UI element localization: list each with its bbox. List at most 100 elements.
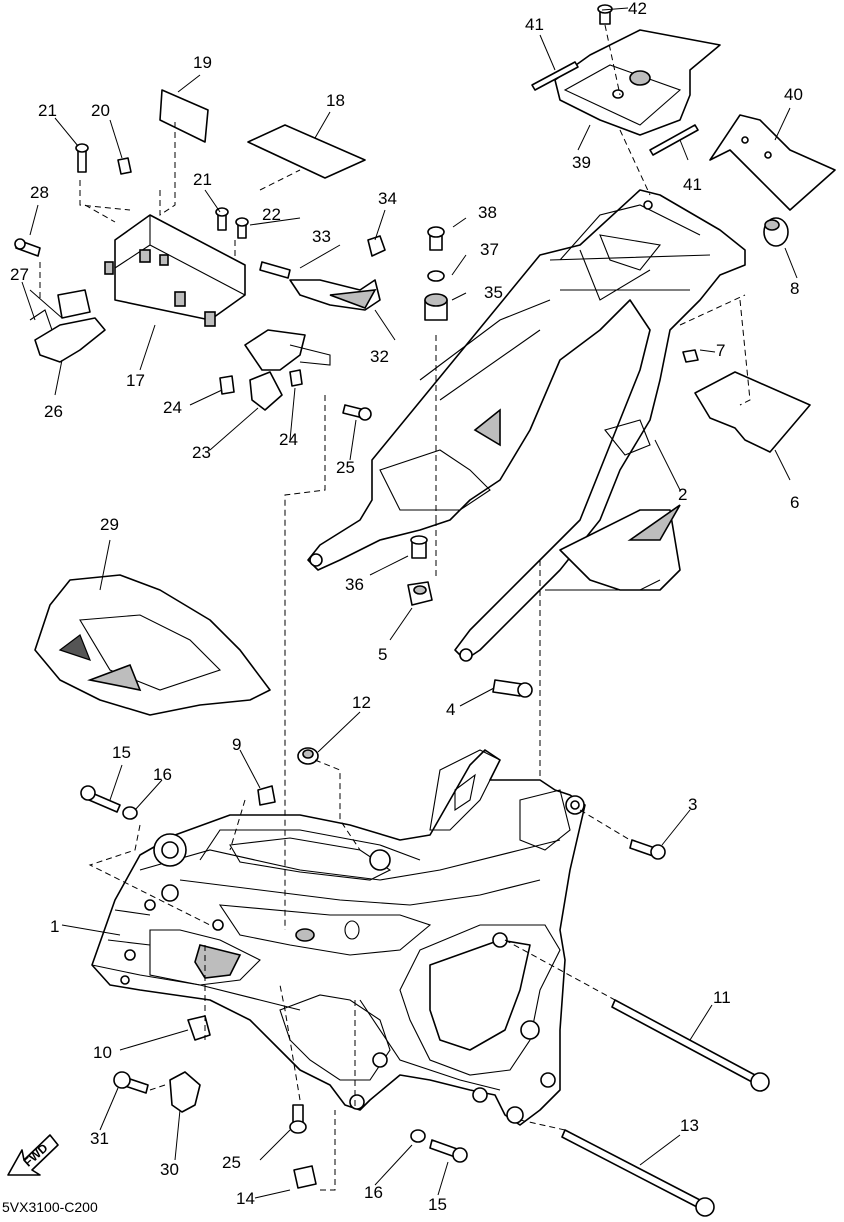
strip-part-41b [649,124,699,156]
callout-33: 33 [312,227,331,246]
bolt-part-42 [597,4,613,25]
callout-23: 23 [192,443,211,462]
callout-39: 39 [572,153,591,172]
collar-part-12 [297,747,319,765]
washer-part-16b [410,1129,426,1143]
main-frame-part-1 [91,749,586,1126]
callout-17: 17 [126,371,145,390]
washer-part-16a [122,806,138,820]
callout-2: 2 [678,485,687,504]
nut-part-24a [219,375,235,395]
callout-5: 5 [378,645,387,664]
bolt-part-25b [289,1104,307,1134]
collar-part-36 [410,535,428,559]
heat-shield-part-29 [34,574,271,716]
bolt-part-11 [611,999,770,1092]
callout-36: 36 [345,575,364,594]
callout-34: 34 [378,189,397,208]
callout-31: 31 [90,1129,109,1148]
bolt-part-15b [429,1139,468,1163]
callout-37: 37 [480,240,499,259]
callout-24b: 24 [279,430,298,449]
callout-19: 19 [193,53,212,72]
callout-11: 11 [713,988,731,1007]
clamp-part-10 [187,1015,211,1041]
callout-32: 32 [370,347,389,366]
strip-part-41a [531,61,579,91]
nut-part-24b [289,369,303,387]
damper-part-8 [763,217,789,247]
callout-26: 26 [44,402,63,421]
stay-part-30 [169,1071,201,1113]
bolt-part-15a [80,785,121,813]
relay-part-23 [244,329,331,411]
callout-29: 29 [100,515,119,534]
rear-frame-part-2 [307,189,746,662]
callout-10: 10 [93,1043,112,1062]
callout-18: 18 [326,91,345,110]
callout-24a: 24 [163,398,182,417]
nut-part-14 [293,1165,317,1189]
bolt-part-13 [561,1129,715,1217]
fwd-arrow-icon: FWD [7,1134,59,1176]
callout-21a: 21 [38,101,57,120]
callout-15b: 15 [428,1195,447,1214]
callout-41b: 41 [683,175,702,194]
callout-13: 13 [680,1116,699,1135]
battery-band-part-19 [159,89,209,143]
bolt-part-38 [427,226,445,251]
callout-16a: 16 [153,765,172,784]
callout-40: 40 [784,85,803,104]
nut-part-20 [117,157,132,175]
callout-30: 30 [160,1160,179,1179]
grommet-part-35 [424,293,448,321]
leader-lines [21,7,798,1199]
callout-38: 38 [478,203,497,222]
callout-14: 14 [236,1189,255,1208]
callout-9: 9 [232,735,241,754]
nut-part-9 [257,785,276,806]
diagram-code: 5VX3100-C200 [2,1199,98,1215]
sheet-part-6 [694,371,811,453]
label-part-7 [682,349,699,363]
callout-22: 22 [262,205,281,224]
callout-20: 20 [91,101,110,120]
rear-fender-part-39 [554,29,721,136]
bolt-part-31 [113,1071,149,1094]
bolt-part-21a [75,143,89,173]
bolt-part-28 [14,238,41,257]
bracket-part-32 [289,279,381,311]
nut-part-5 [407,581,433,606]
battery-cover-part-18 [247,124,366,179]
bolt-part-21b [215,207,229,231]
bolt-part-4 [492,679,533,698]
screw-part-33 [259,261,291,279]
callout-8: 8 [790,279,799,298]
callout-12: 12 [352,693,371,712]
callout-25a: 25 [336,458,355,477]
flap-part-40 [709,114,836,211]
battery-box-part-17 [104,214,246,327]
callout-4: 4 [446,700,455,719]
callout-16b: 16 [364,1183,383,1202]
callout-35: 35 [484,283,503,302]
bolt-part-3 [629,839,666,860]
washer-part-37 [427,270,445,282]
callout-7: 7 [716,341,725,360]
callout-28: 28 [30,183,49,202]
callout-42: 42 [628,0,647,18]
callout-1: 1 [50,917,59,936]
bracket-part-26 [29,289,106,363]
bolt-part-25a [342,404,372,421]
callout-3: 3 [688,795,697,814]
clip-part-34 [367,235,386,257]
bolt-part-22 [235,217,249,239]
callout-6: 6 [790,493,799,512]
callout-21b: 21 [193,170,212,189]
callout-41a: 41 [525,15,544,34]
callouts: 42 41 40 39 41 8 7 6 2 38 37 35 34 33 32… [10,0,803,1214]
callout-25b: 25 [222,1153,241,1172]
callout-15a: 15 [112,743,131,762]
callout-27: 27 [10,265,29,284]
